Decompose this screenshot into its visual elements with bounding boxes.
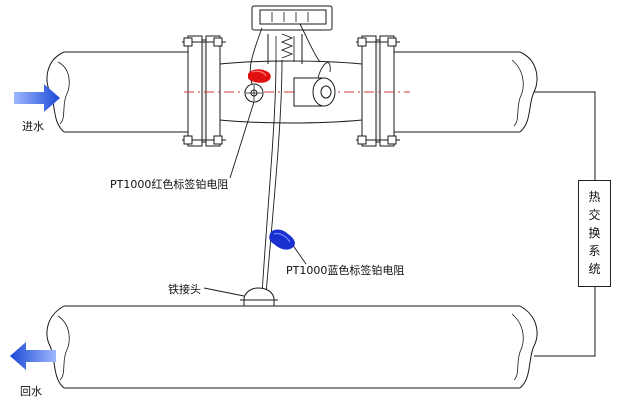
upper-pipe-left — [64, 51, 188, 133]
fitting-leader — [203, 287, 245, 297]
lower-pipe-left-hatch — [57, 315, 70, 381]
red-sensor-label: PT1000红色标签铂电阻 — [110, 178, 229, 191]
left-flange-gasket — [201, 39, 207, 143]
upper-pipe-right — [400, 51, 520, 133]
upper-pipe-right-hatch — [511, 59, 524, 127]
calculator-display — [259, 9, 327, 25]
meter-neck — [267, 34, 303, 64]
fitting-label: 铁接头 — [168, 283, 201, 296]
meter-neck-detail — [275, 36, 295, 62]
red-tag — [248, 69, 271, 83]
blue-sensor-lead-loop — [317, 62, 331, 79]
supply-connection — [534, 91, 596, 180]
lower-pipe-left-end — [46, 305, 65, 389]
blue-tag — [269, 229, 295, 250]
lower-pipe-right-hatch — [511, 313, 524, 381]
right-flange-outer — [379, 35, 395, 147]
heat-exchange-box: 热交换系统 — [578, 180, 611, 287]
upper-pipe-left-hatch — [57, 61, 70, 125]
lower-pipe-right-end — [519, 305, 538, 389]
display-segments — [271, 12, 309, 22]
return-label: 回水 — [20, 385, 42, 398]
flange-bolts — [182, 37, 400, 145]
meter-spring — [280, 33, 294, 59]
iron-fitting — [243, 287, 275, 307]
blue-sensor-cable — [261, 59, 277, 295]
return-connection — [534, 287, 596, 357]
return-arrow-icon — [10, 342, 56, 370]
head-cable-right — [299, 23, 321, 63]
left-connector — [182, 51, 188, 133]
red-sensor-leader — [229, 101, 255, 179]
blue-sensor-leader — [291, 243, 307, 265]
blue-sensor-label: PT1000蓝色标签铂电阻 — [286, 264, 405, 277]
right-flange-inner — [361, 35, 377, 147]
inlet-label: 进水 — [22, 120, 44, 133]
left-flange-outer — [187, 35, 203, 147]
right-connector — [394, 51, 400, 133]
left-flange-inner — [205, 35, 221, 147]
heat-exchange-label: 热交换系统 — [588, 190, 601, 276]
right-flange-gasket — [375, 39, 381, 143]
inlet-arrow-icon — [14, 84, 60, 112]
lower-pipe — [64, 305, 520, 389]
